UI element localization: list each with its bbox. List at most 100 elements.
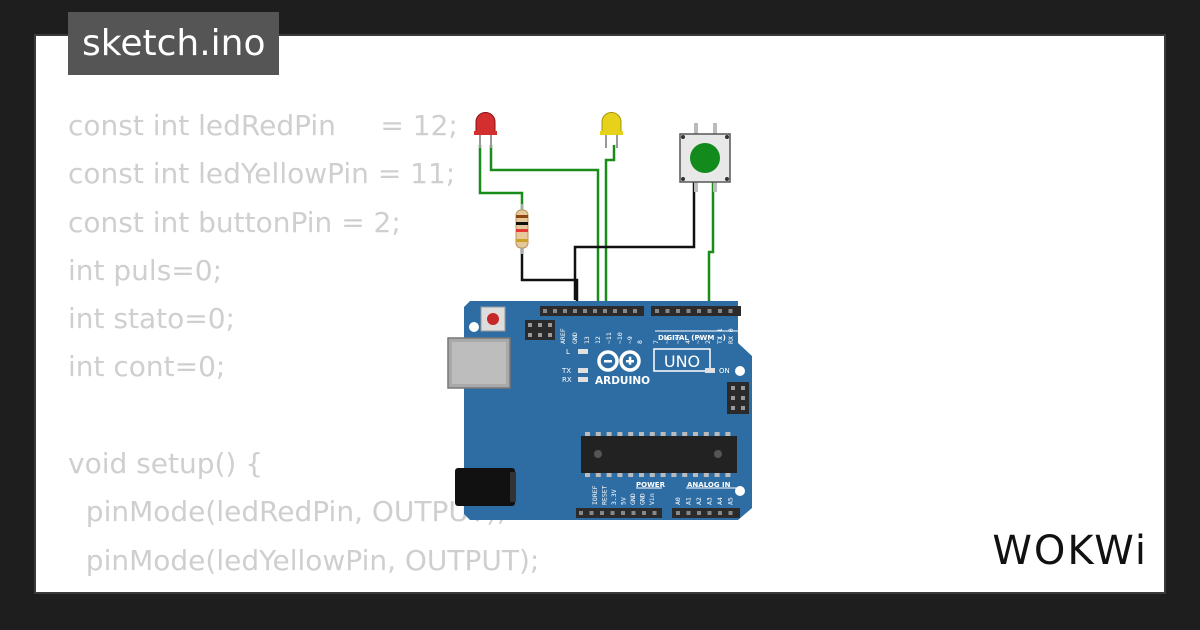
wire-red-led-to-pin12[interactable] <box>489 145 600 310</box>
pin-label: ~5 <box>674 336 682 344</box>
pin-hole[interactable] <box>613 309 617 313</box>
pin-hole[interactable] <box>718 309 722 313</box>
pin-label: IOREF <box>591 485 599 505</box>
pin-hole[interactable] <box>633 309 637 313</box>
power-header-label: POWER <box>636 481 666 489</box>
code-line: const int ledRedPin = 12; <box>68 109 458 142</box>
pin-hole[interactable] <box>707 309 712 313</box>
pin-label: RESET <box>601 485 609 505</box>
wire-red-led-to-resistor[interactable] <box>478 145 524 210</box>
code-line: int stato=0; <box>68 302 235 336</box>
pin-label: ~10 <box>616 332 624 344</box>
pin-label: A1 <box>685 497 693 505</box>
pin-hole[interactable] <box>621 511 625 515</box>
arduino-logo <box>594 348 711 374</box>
board-brand: ARDUINO <box>595 375 650 387</box>
pushbutton[interactable] <box>679 123 731 192</box>
resistor[interactable] <box>515 204 529 254</box>
pin-label: 4 <box>684 340 692 344</box>
pin-label: A3 <box>706 497 714 505</box>
pin-label: ~9 <box>626 336 634 344</box>
digital-header-label: DIGITAL (PWM ~) <box>658 334 726 342</box>
digital-header-right <box>651 306 741 316</box>
microcontroller-chip <box>581 432 737 477</box>
code-line: int cont=0; <box>68 350 226 384</box>
pin-hole[interactable] <box>593 309 597 313</box>
pin-label: 2 <box>704 340 712 344</box>
on-label: ON <box>719 367 730 375</box>
pin-hole[interactable] <box>600 511 604 515</box>
pin-label: ~6 <box>663 336 671 344</box>
pin-hole[interactable] <box>642 511 646 515</box>
board-model: UNO <box>664 352 700 371</box>
power-header <box>576 508 662 518</box>
pin-label: A5 <box>727 497 735 505</box>
pin-hole[interactable] <box>631 511 636 515</box>
l-label: L <box>566 348 570 356</box>
pin-label: A2 <box>695 497 703 505</box>
pin-label: 12 <box>594 336 602 344</box>
pin-hole[interactable] <box>707 511 712 515</box>
icsp-header <box>525 320 555 340</box>
pin-label: 13 <box>583 336 591 344</box>
code-line: pinMode(buttonPin, INPUT_PULLUP); <box>68 585 591 593</box>
wire-resistor-to-gnd[interactable] <box>520 248 579 310</box>
pin-label: GND <box>629 493 637 505</box>
pin-hole[interactable] <box>718 511 722 515</box>
pin-label: Vin <box>648 493 656 505</box>
red-led[interactable] <box>474 112 497 149</box>
pin-hole[interactable] <box>553 309 557 313</box>
analog-header <box>672 508 740 518</box>
pin-hole[interactable] <box>610 511 615 515</box>
pin-hole[interactable] <box>697 309 701 313</box>
pin-hole[interactable] <box>697 511 701 515</box>
pin-hole[interactable] <box>665 309 670 313</box>
pin-hole[interactable] <box>579 511 583 515</box>
wire-button-to-gnd[interactable] <box>573 182 696 300</box>
code-line: pinMode(ledRedPin, OUTPUT); <box>68 495 507 529</box>
pin-label: GND <box>639 493 647 505</box>
pin-hole[interactable] <box>652 511 657 515</box>
pin-label: GND <box>571 332 579 344</box>
pin-hole[interactable] <box>603 309 607 313</box>
code-line: const int buttonPin = 2; <box>68 205 401 239</box>
pin-hole[interactable] <box>686 511 691 515</box>
wire-button-to-pin2[interactable] <box>707 182 715 310</box>
pin-hole[interactable] <box>728 309 733 313</box>
digital-header-left <box>540 306 644 316</box>
yellow-led[interactable] <box>600 112 623 149</box>
code-line: void setup() { <box>68 447 264 481</box>
pin-label: ~11 <box>605 332 613 344</box>
pin-label: A4 <box>716 497 724 505</box>
pin-label: TX 1 <box>716 328 724 344</box>
tx-label: TX <box>561 367 571 375</box>
pin-label: 7 <box>652 340 660 344</box>
code-editor[interactable]: const int ledRedPin = 12;const int ledYe… <box>68 102 591 593</box>
pin-hole[interactable] <box>676 309 680 313</box>
pin-hole[interactable] <box>655 309 659 313</box>
wires <box>478 145 715 310</box>
pin-hole[interactable] <box>543 309 547 313</box>
wire-yellow-led-to-pin11[interactable] <box>604 145 616 310</box>
pin-hole[interactable] <box>589 511 594 515</box>
pin-hole[interactable] <box>563 309 567 313</box>
pin-label: 8 <box>636 340 644 344</box>
pin-hole[interactable] <box>573 309 577 313</box>
pin-label: RX 0 <box>727 328 735 344</box>
pin-hole[interactable] <box>676 511 680 515</box>
code-line: int puls=0; <box>68 253 222 287</box>
button-cap[interactable] <box>690 143 720 173</box>
icsp-header-2 <box>727 382 749 414</box>
pin-hole[interactable] <box>623 309 627 313</box>
pin-hole[interactable] <box>583 309 587 313</box>
rx-label: RX <box>562 376 572 384</box>
pin-hole[interactable] <box>728 511 733 515</box>
file-tab[interactable]: sketch.ino <box>68 12 280 75</box>
pin-hole[interactable] <box>686 309 691 313</box>
pin-label: 3.3V <box>610 489 618 505</box>
analog-header-label: ANALOG IN <box>687 481 731 489</box>
wokwi-logo: WOKWi <box>992 528 1148 574</box>
code-line: pinMode(ledYellowPin, OUTPUT); <box>68 543 540 577</box>
